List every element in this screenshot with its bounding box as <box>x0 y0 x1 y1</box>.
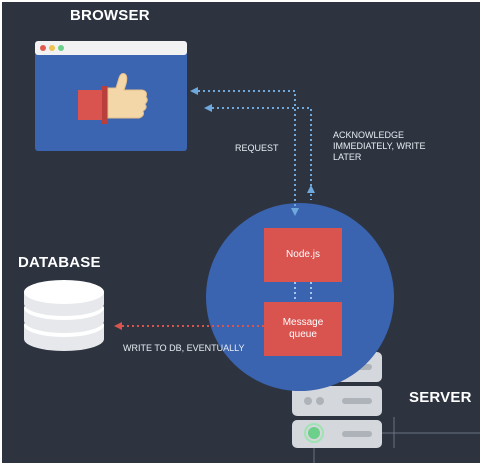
ack-arrowhead-left <box>204 104 212 112</box>
request-label: REQUEST <box>235 143 279 153</box>
acknowledge-label: ACKNOWLEDGE IMMEDIATELY, WRITE LATER <box>333 130 426 162</box>
write-db-label: WRITE TO DB, EVENTUALLY <box>123 343 245 353</box>
server-label: SERVER <box>409 389 472 406</box>
request-arrowhead-down <box>291 208 299 216</box>
node-process-circle <box>206 203 394 391</box>
request-arrow <box>198 90 312 214</box>
browser-label: BROWSER <box>70 7 150 24</box>
thumbs-up-icon <box>78 73 148 124</box>
ack-arrowhead-up <box>307 185 315 193</box>
queue-connector <box>294 282 312 302</box>
request-arrowhead <box>190 87 198 95</box>
nodejs-box: Node.js <box>264 228 342 282</box>
database-label: DATABASE <box>18 254 101 271</box>
database-icon <box>24 280 104 351</box>
diagram-canvas: Node.js Message queue BROWSER DATABASE S… <box>2 2 480 463</box>
write-db-arrowhead <box>114 322 122 330</box>
diagram-graphics <box>24 41 480 463</box>
message-queue-box: Message queue <box>264 302 342 356</box>
